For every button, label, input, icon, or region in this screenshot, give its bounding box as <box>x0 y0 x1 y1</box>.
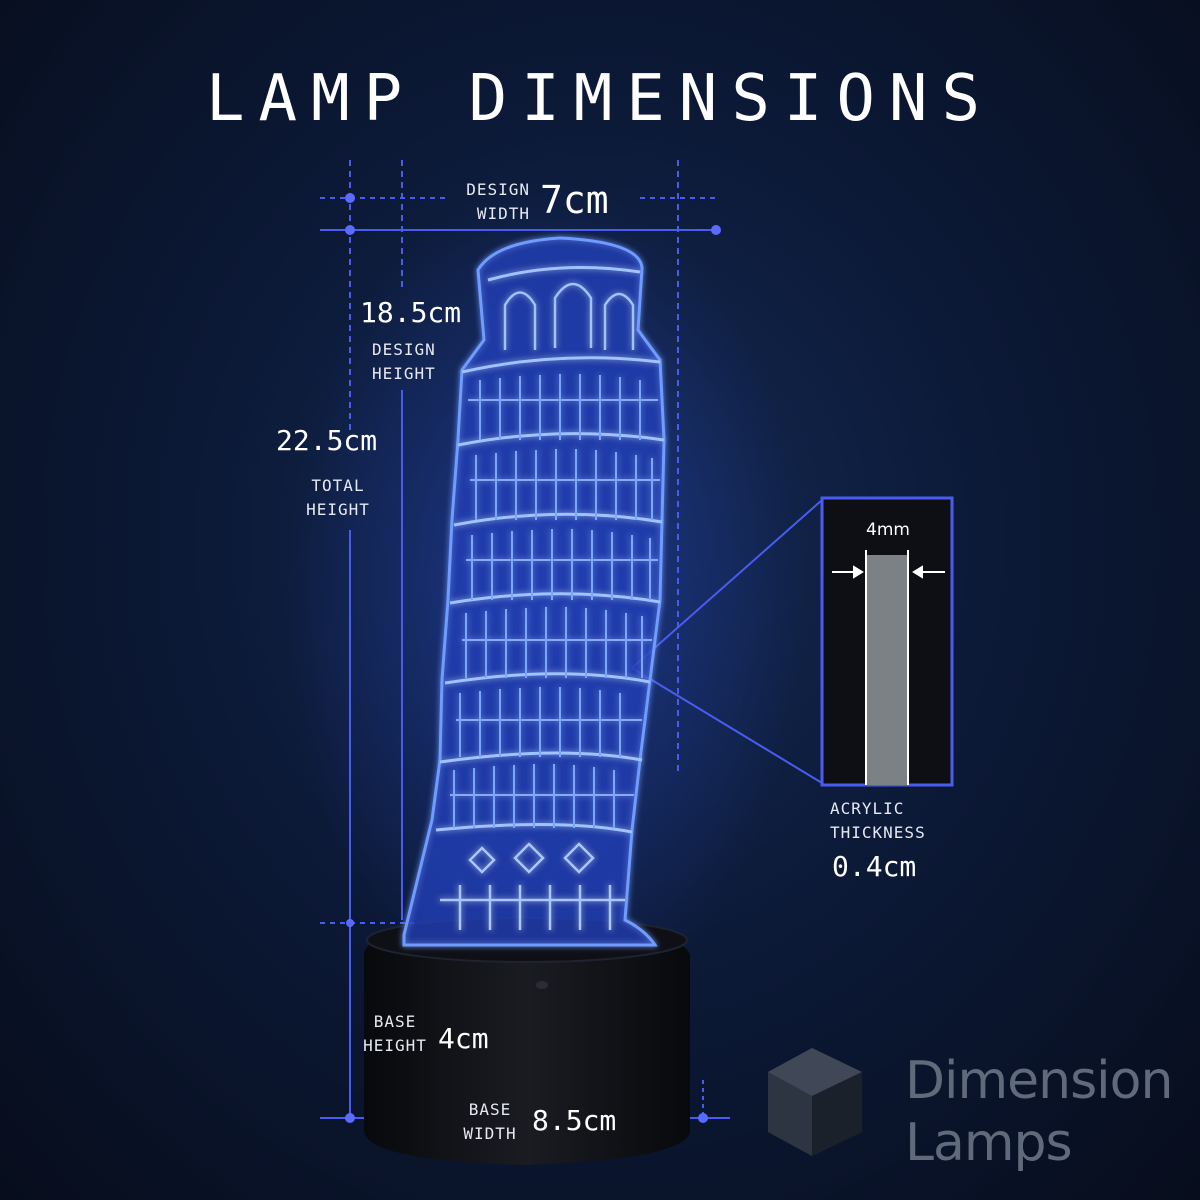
base-width-label: BASE WIDTH <box>463 1100 517 1143</box>
base-width-value: 8.5cm <box>532 1104 617 1137</box>
brand-logo: Dimension Lamps <box>905 1051 1173 1173</box>
acrylic-inset <box>820 496 954 787</box>
acrylic-thickness-label: ACRYLIC THICKNESS <box>830 799 926 842</box>
page-title: LAMP DIMENSIONS <box>206 62 994 136</box>
acrylic-thickness-value: 0.4cm <box>832 850 917 883</box>
design-width-value: 7cm <box>540 178 609 222</box>
thickness-arrows <box>832 565 945 579</box>
tower-illustration <box>402 236 666 947</box>
base-height-value: 4cm <box>438 1022 489 1055</box>
acrylic-inset-value: 4mm <box>866 520 910 540</box>
total-height-value: 22.5cm <box>276 424 378 457</box>
design-height-label: DESIGN HEIGHT <box>372 340 436 383</box>
base-height-label: BASE HEIGHT <box>363 1012 427 1055</box>
brand-cube-icon <box>768 1048 862 1156</box>
total-height-label: TOTAL HEIGHT <box>306 476 370 519</box>
design-width-label: DESIGN WIDTH <box>466 180 530 223</box>
design-height-value: 18.5cm <box>360 296 462 329</box>
